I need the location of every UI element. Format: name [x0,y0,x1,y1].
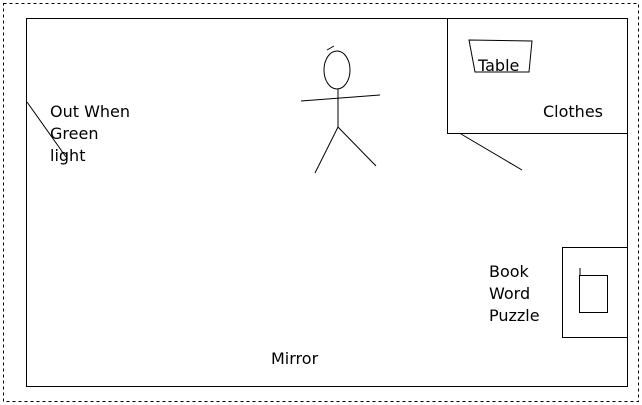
desk-items-line-3: Puzzle [489,306,540,325]
person-arms [300,94,381,102]
person-figure [300,45,381,174]
clothes-label: Clothes [543,102,603,121]
desk-box [562,247,628,338]
exit-label-line-3: light [50,146,85,165]
person-head [323,50,351,90]
person-left-leg [314,126,339,174]
desk-item-box [579,275,608,313]
desk-items-label: Book Word Puzzle [489,262,540,325]
desk-items-line-2: Word [489,284,530,303]
exit-label-line-1: Out When [50,102,130,121]
door-line [26,101,67,158]
exit-label: Out When Green light [50,102,135,165]
table-shape [468,39,533,73]
table-label: Table [477,56,519,75]
clothes-area-door-line [460,133,523,171]
exit-label-line-2: Green [50,124,98,143]
clothes-area-box [447,18,628,134]
mirror-label: Mirror [271,349,319,368]
desk-items-line-1: Book [489,262,530,281]
person-right-leg [337,126,377,167]
outer-dashed-frame [3,3,639,402]
room-outline [26,18,628,387]
person-hair-mark [326,45,335,51]
